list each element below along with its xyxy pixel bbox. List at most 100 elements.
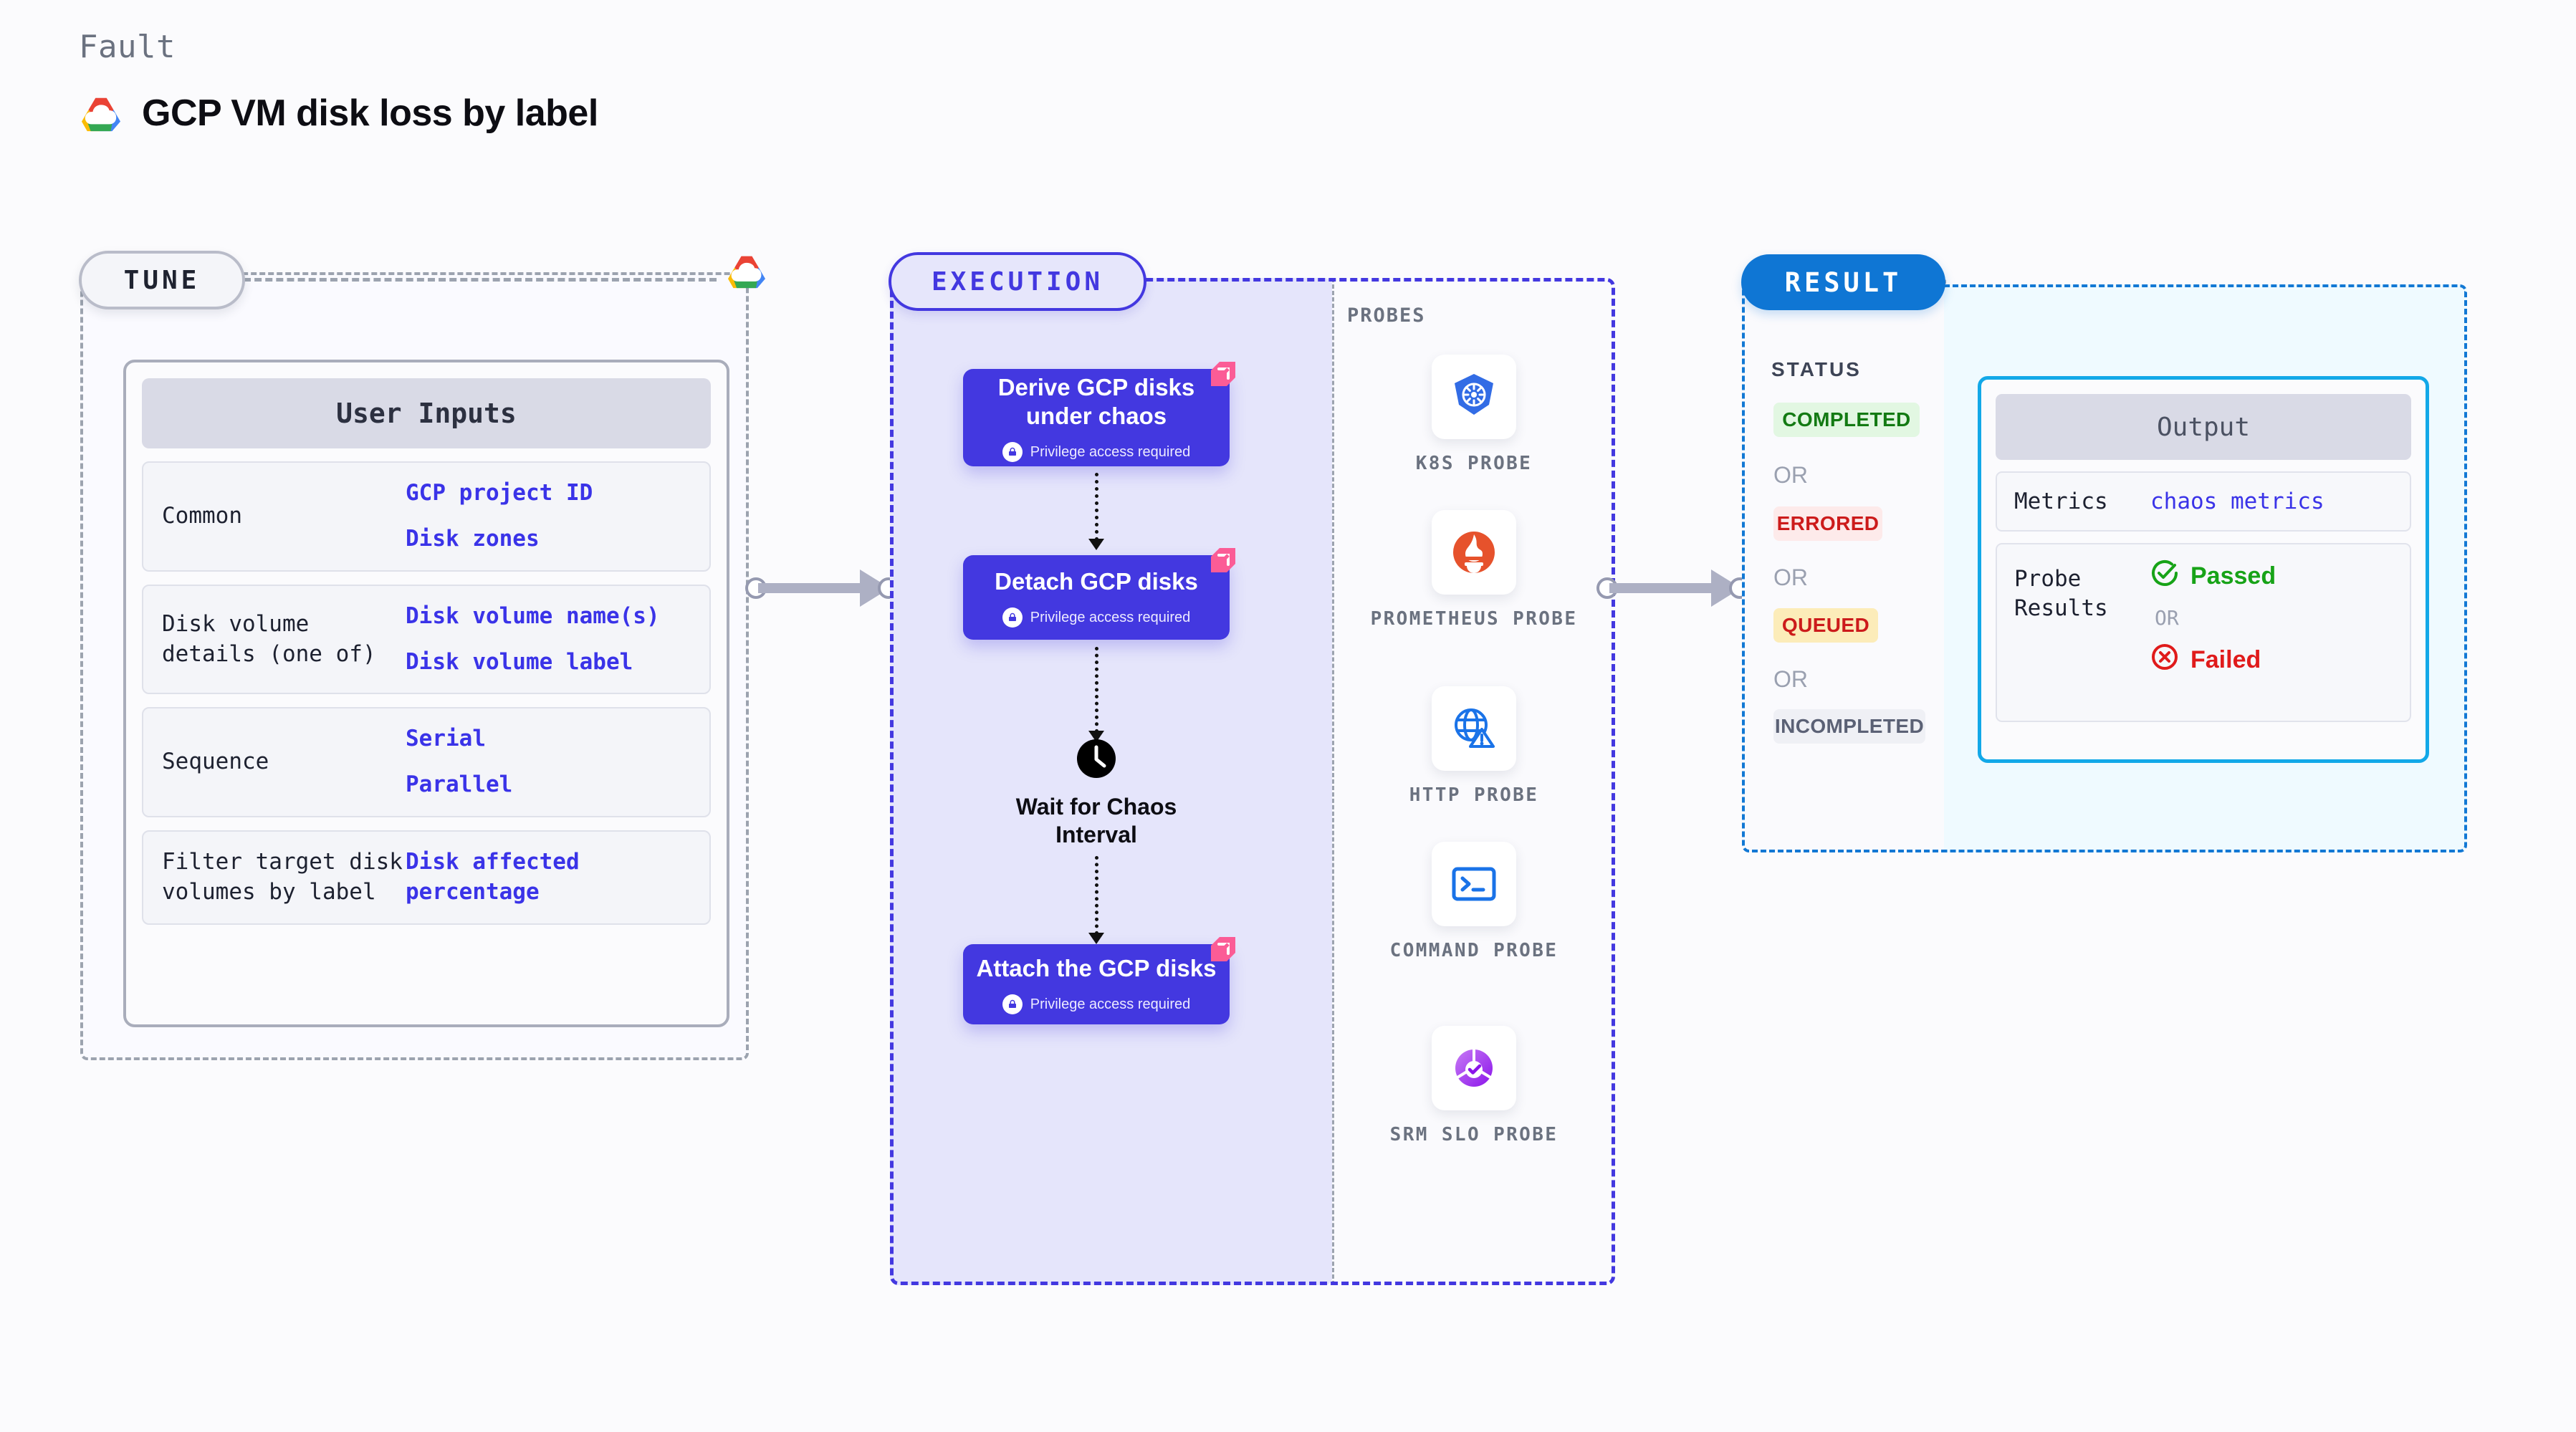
check-circle-icon	[2150, 559, 2179, 593]
probe-result-passed: Passed	[2150, 559, 2393, 593]
flow-arrow-head	[1088, 933, 1104, 944]
result-pill[interactable]: RESULT	[1741, 254, 1945, 310]
status-or-label: OR	[1773, 666, 1808, 692]
lock-icon	[1002, 994, 1023, 1015]
probe-or-label: OR	[2155, 606, 2179, 630]
status-or-label: OR	[1773, 564, 1808, 590]
probe-prometheus[interactable]: PROMETHEUS PROBE	[1366, 510, 1581, 632]
user-inputs-title: User Inputs	[142, 378, 711, 448]
litmus-badge-icon	[1207, 933, 1240, 969]
row-values: Disk affected percentage	[406, 847, 691, 908]
wait-for-chaos-interval: Wait for Chaos Interval	[996, 738, 1197, 849]
fault-kicker: Fault	[79, 29, 176, 65]
gcp-logo-icon	[725, 252, 768, 293]
row-value[interactable]: Serial	[406, 726, 486, 752]
row-key: Probe Results	[2014, 566, 2108, 621]
probe-k8s[interactable]: K8S PROBE	[1366, 355, 1581, 476]
row-values: Disk volume name(s) Disk volume label	[406, 602, 691, 678]
node-title: Detach GCP disks	[995, 567, 1198, 595]
kubernetes-icon	[1432, 355, 1516, 439]
row-value[interactable]: GCP project ID	[406, 480, 593, 506]
flow-arrow-head	[1088, 731, 1104, 742]
probe-label: HTTP PROBE	[1409, 784, 1539, 806]
user-inputs-card: User Inputs Common GCP project ID Disk z…	[123, 360, 729, 1027]
row-values: GCP project ID Disk zones	[406, 479, 691, 554]
probe-label: PROMETHEUS PROBE	[1370, 608, 1578, 630]
connector-execution-to-result	[1596, 570, 1751, 607]
output-row-metrics[interactable]: Metrics chaos metrics	[1996, 471, 2411, 532]
flow-arrow-line	[1095, 473, 1098, 541]
lock-icon	[1002, 442, 1023, 463]
row-key: Sequence	[162, 749, 269, 775]
row-value[interactable]: Parallel	[406, 772, 513, 798]
litmus-badge-icon	[1207, 357, 1240, 394]
passed-label: Passed	[2190, 562, 2276, 590]
fault-title-row: GCP VM disk loss by label	[79, 92, 598, 135]
row-value[interactable]: Disk volume name(s)	[406, 602, 660, 629]
row-key: Common	[162, 502, 242, 529]
row-value[interactable]: Disk volume label	[406, 648, 633, 675]
lock-icon	[1002, 607, 1023, 628]
status-badge-errored: ERRORED	[1773, 506, 1882, 541]
user-input-row[interactable]: Disk volume details (one of) Disk volume…	[142, 584, 711, 695]
privilege-text: Privilege access required	[1030, 609, 1191, 625]
probe-label: SRM SLO PROBE	[1389, 1124, 1558, 1145]
flow-arrow-line	[1095, 856, 1098, 935]
execution-node-detach[interactable]: Detach GCP disks Privilege access requir…	[963, 548, 1235, 640]
output-title: Output	[1996, 394, 2411, 460]
row-key: Disk volume details (one of)	[162, 610, 376, 667]
probe-label: COMMAND PROBE	[1389, 940, 1558, 961]
result-status-column	[1742, 279, 1946, 852]
probe-result-failed: Failed	[2150, 643, 2393, 677]
probe-srm-slo[interactable]: SRM SLO PROBE	[1366, 1026, 1581, 1148]
srm-slo-icon	[1432, 1026, 1516, 1110]
execution-node-derive[interactable]: Derive GCP disks under chaos Privilege a…	[963, 362, 1235, 466]
http-globe-warning-icon	[1432, 686, 1516, 771]
status-badge-incompleted: INCOMPLETED	[1773, 709, 1925, 744]
x-circle-icon	[2150, 643, 2179, 677]
connector-tune-to-execution	[745, 570, 899, 607]
flow-arrow-head	[1088, 539, 1104, 550]
probe-http[interactable]: HTTP PROBE	[1366, 686, 1581, 808]
row-values: Serial Parallel	[406, 724, 691, 800]
probes-section-label: PROBES	[1347, 304, 1426, 327]
user-input-row[interactable]: Sequence Serial Parallel	[142, 707, 711, 818]
node-privilege: Privilege access required	[1002, 994, 1191, 1015]
execution-pill[interactable]: EXECUTION	[889, 252, 1146, 311]
tune-dashed-connector	[244, 278, 717, 282]
execution-panel	[890, 278, 1615, 1285]
row-value: Passed OR Failed	[2150, 559, 2393, 677]
failed-label: Failed	[2190, 645, 2261, 673]
execution-node-attach[interactable]: Attach the GCP disks Privilege access re…	[963, 937, 1235, 1024]
user-input-row[interactable]: Filter target disk volumes by label Disk…	[142, 830, 711, 925]
tune-pill[interactable]: TUNE	[79, 251, 245, 309]
node-title: Attach the GCP disks	[976, 954, 1217, 981]
row-key: Metrics	[2014, 489, 2108, 514]
terminal-icon	[1432, 842, 1516, 926]
node-privilege: Privilege access required	[1002, 607, 1190, 628]
flow-arrow-line	[1095, 647, 1098, 733]
row-value[interactable]: Disk zones	[406, 525, 540, 552]
prometheus-icon	[1432, 510, 1516, 595]
privilege-text: Privilege access required	[1030, 443, 1191, 460]
row-key: Filter target disk volumes by label	[162, 849, 403, 905]
node-privilege: Privilege access required	[1002, 442, 1191, 463]
page-title: GCP VM disk loss by label	[142, 92, 598, 134]
row-value[interactable]: chaos metrics	[2150, 489, 2324, 515]
status-badge-queued: QUEUED	[1773, 608, 1878, 643]
status-or-label: OR	[1773, 462, 1808, 488]
wait-label: Wait for Chaos Interval	[1015, 794, 1177, 848]
output-card: Output Metrics chaos metrics Probe Resul…	[1978, 376, 2429, 763]
privilege-text: Privilege access required	[1030, 996, 1191, 1012]
gcp-logo-icon	[79, 94, 123, 133]
probes-column	[1332, 278, 1615, 1285]
row-value[interactable]: Disk affected percentage	[406, 849, 580, 905]
status-heading: STATUS	[1771, 358, 1862, 380]
probe-label: K8S PROBE	[1415, 453, 1533, 474]
clock-icon	[1076, 738, 1117, 783]
user-input-row[interactable]: Common GCP project ID Disk zones	[142, 461, 711, 572]
probe-command[interactable]: COMMAND PROBE	[1366, 842, 1581, 964]
litmus-badge-icon	[1207, 544, 1240, 580]
output-row-probe-results[interactable]: Probe Results Passed OR	[1996, 543, 2411, 723]
